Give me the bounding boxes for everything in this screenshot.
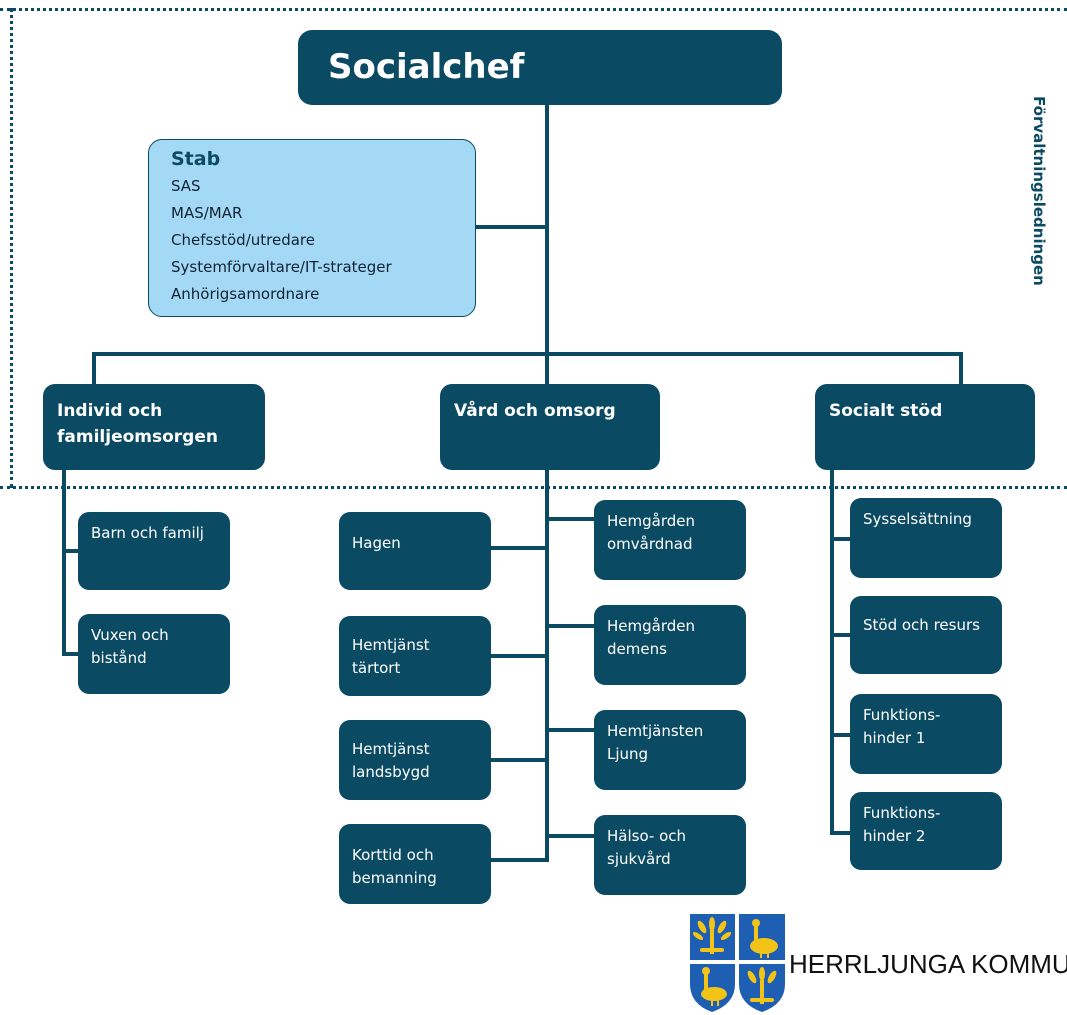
unit-halso-och-sjukvard: Hälso- och sjukvård xyxy=(594,815,746,895)
management-frame-bottom xyxy=(0,486,1067,489)
staff-connector xyxy=(474,225,548,229)
dept-drop-ifo xyxy=(92,352,96,386)
unit-korttid-och-bemanning: Korttid och bemanning xyxy=(339,824,491,904)
ifo-branch-2 xyxy=(62,652,80,656)
staff-box: Stab SAS MAS/MAR Chefsstöd/utredare Syst… xyxy=(148,139,476,317)
ss-branch-3 xyxy=(830,733,852,737)
ss-branch-4 xyxy=(830,831,852,835)
unit-hemgarden-omvardnad: Hemgården omvårdnad xyxy=(594,500,746,580)
vo-branch-left-3 xyxy=(490,758,548,762)
dept-ifo-box: Individ och familjeomsorgen xyxy=(43,384,265,470)
unit-funktionshinder-2: Funktions- hinder 2 xyxy=(850,792,1002,870)
vo-branch-left-4 xyxy=(490,858,548,862)
unit-sysselsattning: Sysselsättning xyxy=(850,498,1002,578)
socialchef-box: Socialchef xyxy=(298,30,782,105)
municipality-name: HERRLJUNGA KOMMUN xyxy=(789,949,1067,979)
unit-hemtjansten-ljung: Hemtjänsten Ljung xyxy=(594,710,746,790)
staff-heading: Stab xyxy=(171,148,221,170)
socialchef-title: Socialchef xyxy=(328,47,525,87)
dept-ss-box: Socialt stöd xyxy=(815,384,1035,470)
trunk-line xyxy=(545,104,549,356)
department-bar xyxy=(92,352,963,356)
ss-branch-1 xyxy=(830,537,852,541)
staff-item: Chefsstöd/utredare xyxy=(171,231,315,249)
unit-hagen: Hagen xyxy=(339,512,491,590)
staff-item: Anhörigsamordnare xyxy=(171,285,320,303)
management-frame-left xyxy=(10,8,13,488)
vo-branch-right-2 xyxy=(545,624,597,628)
dept-vo-box: Vård och omsorg xyxy=(440,384,660,470)
management-frame-top xyxy=(0,8,1067,11)
unit-barn-och-familj: Barn och familj xyxy=(78,512,230,590)
unit-hemgarden-demens: Hemgården demens xyxy=(594,605,746,685)
unit-hemtjanst-landsbygd: Hemtjänst landsbygd xyxy=(339,720,491,800)
vo-branch-right-4 xyxy=(545,834,597,838)
unit-stod-och-resurs: Stöd och resurs xyxy=(850,596,1002,674)
vo-branch-left-2 xyxy=(490,654,548,658)
crest-logo-icon xyxy=(690,914,785,1012)
staff-item: Systemförvaltare/IT-strateger xyxy=(171,258,392,276)
staff-item: MAS/MAR xyxy=(171,204,243,222)
vo-branch-right-3 xyxy=(545,728,597,732)
staff-item: SAS xyxy=(171,177,201,195)
management-label: Förvaltningsledningen xyxy=(1030,96,1048,286)
ss-spine xyxy=(830,468,834,835)
ifo-spine xyxy=(62,468,66,656)
ifo-branch-1 xyxy=(62,549,80,553)
dept-drop-vo xyxy=(545,352,549,386)
vo-branch-right-1 xyxy=(545,517,597,521)
dept-drop-ss xyxy=(959,352,963,386)
vo-branch-left-1 xyxy=(490,546,548,550)
vo-spine xyxy=(545,468,549,862)
unit-vuxen-och-bistand: Vuxen och bistånd xyxy=(78,614,230,694)
ss-branch-2 xyxy=(830,633,852,637)
unit-hemtjanst-tartort: Hemtjänst tärtort xyxy=(339,616,491,696)
unit-funktionshinder-1: Funktions- hinder 1 xyxy=(850,694,1002,774)
